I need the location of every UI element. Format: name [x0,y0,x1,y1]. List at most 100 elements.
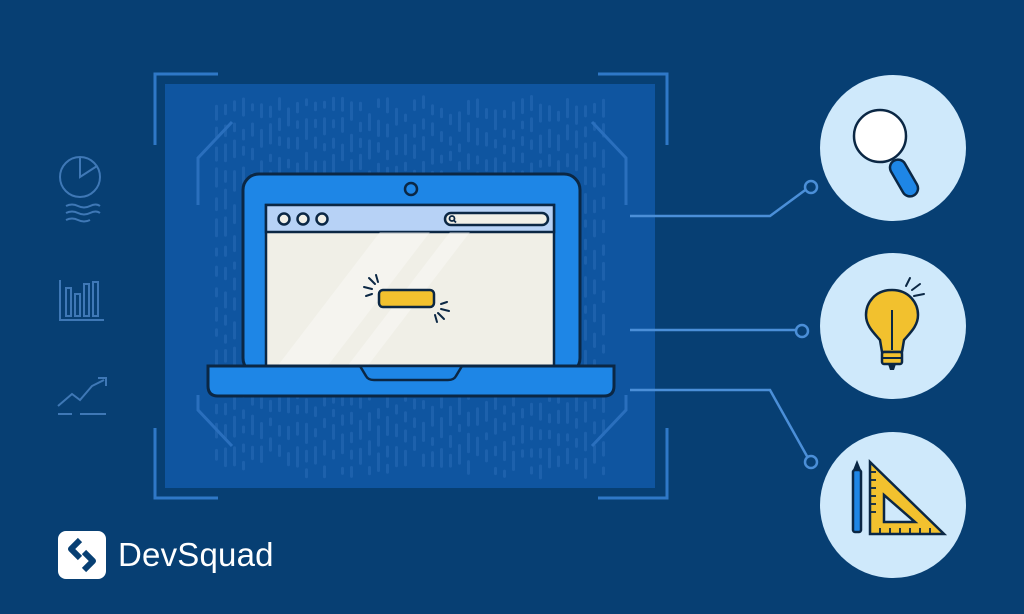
code-rain-dash [395,107,398,126]
code-rain-dash [359,121,362,133]
code-rain-dash [242,166,245,185]
code-rain-dash [539,134,542,154]
code-rain-dash [233,277,236,291]
code-rain-dash [332,96,335,112]
code-rain-dash [242,460,245,471]
code-rain-dash [575,437,578,448]
code-rain-dash [539,159,542,168]
code-rain-dash [260,160,263,176]
brand-name: DevSquad [118,536,274,573]
code-rain-dash [584,401,587,423]
code-rain-dash [242,443,245,453]
code-rain-dash [287,137,290,149]
code-rain-dash [557,455,560,468]
window-control-icons [277,212,329,226]
ruler-triangle-icon [868,459,948,536]
code-rain-dash [368,139,371,160]
code-rain-dash [251,147,254,161]
code-rain-dash [215,403,218,415]
code-rain-dash [224,216,227,237]
code-rain-dash [278,136,281,147]
code-rain-dash [323,439,326,456]
code-rain-dash [278,97,281,111]
code-rain-dash [305,422,308,444]
code-rain-dash [413,99,416,112]
magnifier-icon [852,108,920,198]
code-rain-dash [548,413,551,424]
code-rain-dash [539,447,542,459]
code-rain-dash [224,314,227,326]
code-rain-dash [512,129,515,140]
code-rain-dash [413,123,416,138]
code-rain-dash [458,393,461,416]
code-rain-dash [494,466,497,476]
code-rain-dash [296,136,299,150]
connector-nodes [794,179,819,470]
code-rain-dash [458,444,461,465]
code-rain-dash [422,400,425,410]
code-rain-dash [224,349,227,363]
code-rain-dash [575,396,578,412]
code-rain-dash [422,136,425,151]
code-rain-dash [557,409,560,424]
feature-circle-search [820,75,966,221]
code-rain-dash [224,402,227,416]
code-rain-dash [341,466,344,475]
code-rain-dash [305,398,308,414]
code-rain-dash [521,408,524,419]
code-rain-dash [530,117,533,133]
code-rain-dash [224,266,227,281]
code-rain-dash [485,400,488,422]
code-rain-dash [485,449,488,463]
code-rain-dash [449,453,452,468]
code-rain-dash [368,440,371,456]
code-rain-dash [242,97,245,117]
pencil-icon [851,460,863,534]
code-rain-dash [215,218,218,238]
code-rain-dash [233,297,236,311]
code-rain-dash [296,446,299,468]
code-rain-dash [503,469,506,478]
laptop-notch [357,364,465,382]
code-rain-dash [224,334,227,344]
code-rain-dash [314,136,317,149]
code-rain-dash [251,445,254,461]
code-rain-dash [467,460,470,475]
code-rain-dash [224,245,227,257]
trend-line-icon [57,377,107,415]
code-rain-dash [548,447,551,469]
code-rain-dash [593,249,596,270]
code-rain-dash [593,199,596,214]
code-rain-dash [584,105,587,118]
code-rain-dash [548,105,551,122]
click-spark-icon [363,274,450,323]
code-rain-dash [296,421,299,436]
code-rain-dash [593,102,596,114]
code-rain-dash [233,261,236,270]
code-rain-dash [224,447,227,468]
code-rain-dash [296,405,299,415]
code-rain-dash [476,127,479,146]
code-rain-dash [215,265,218,277]
code-rain-dash [602,466,605,476]
code-rain-dash [305,449,308,463]
code-rain-dash [251,122,254,137]
code-rain-dash [269,123,272,145]
code-rain-dash [323,100,326,109]
code-rain-dash [215,146,218,162]
code-rain-dash [413,435,416,451]
code-rain-dash [485,432,488,441]
code-rain-dash [584,276,587,298]
code-rain-dash [215,167,218,188]
code-rain-dash [233,446,236,467]
code-rain-dash [359,447,362,465]
code-rain-dash [593,279,596,295]
code-rain-dash [557,160,560,174]
code-rain-dash [224,424,227,439]
code-rain-dash [566,98,569,119]
code-rain-dash [602,98,605,118]
code-rain-dash [584,349,587,369]
code-rain-dash [566,402,569,424]
code-rain-dash [404,411,407,423]
